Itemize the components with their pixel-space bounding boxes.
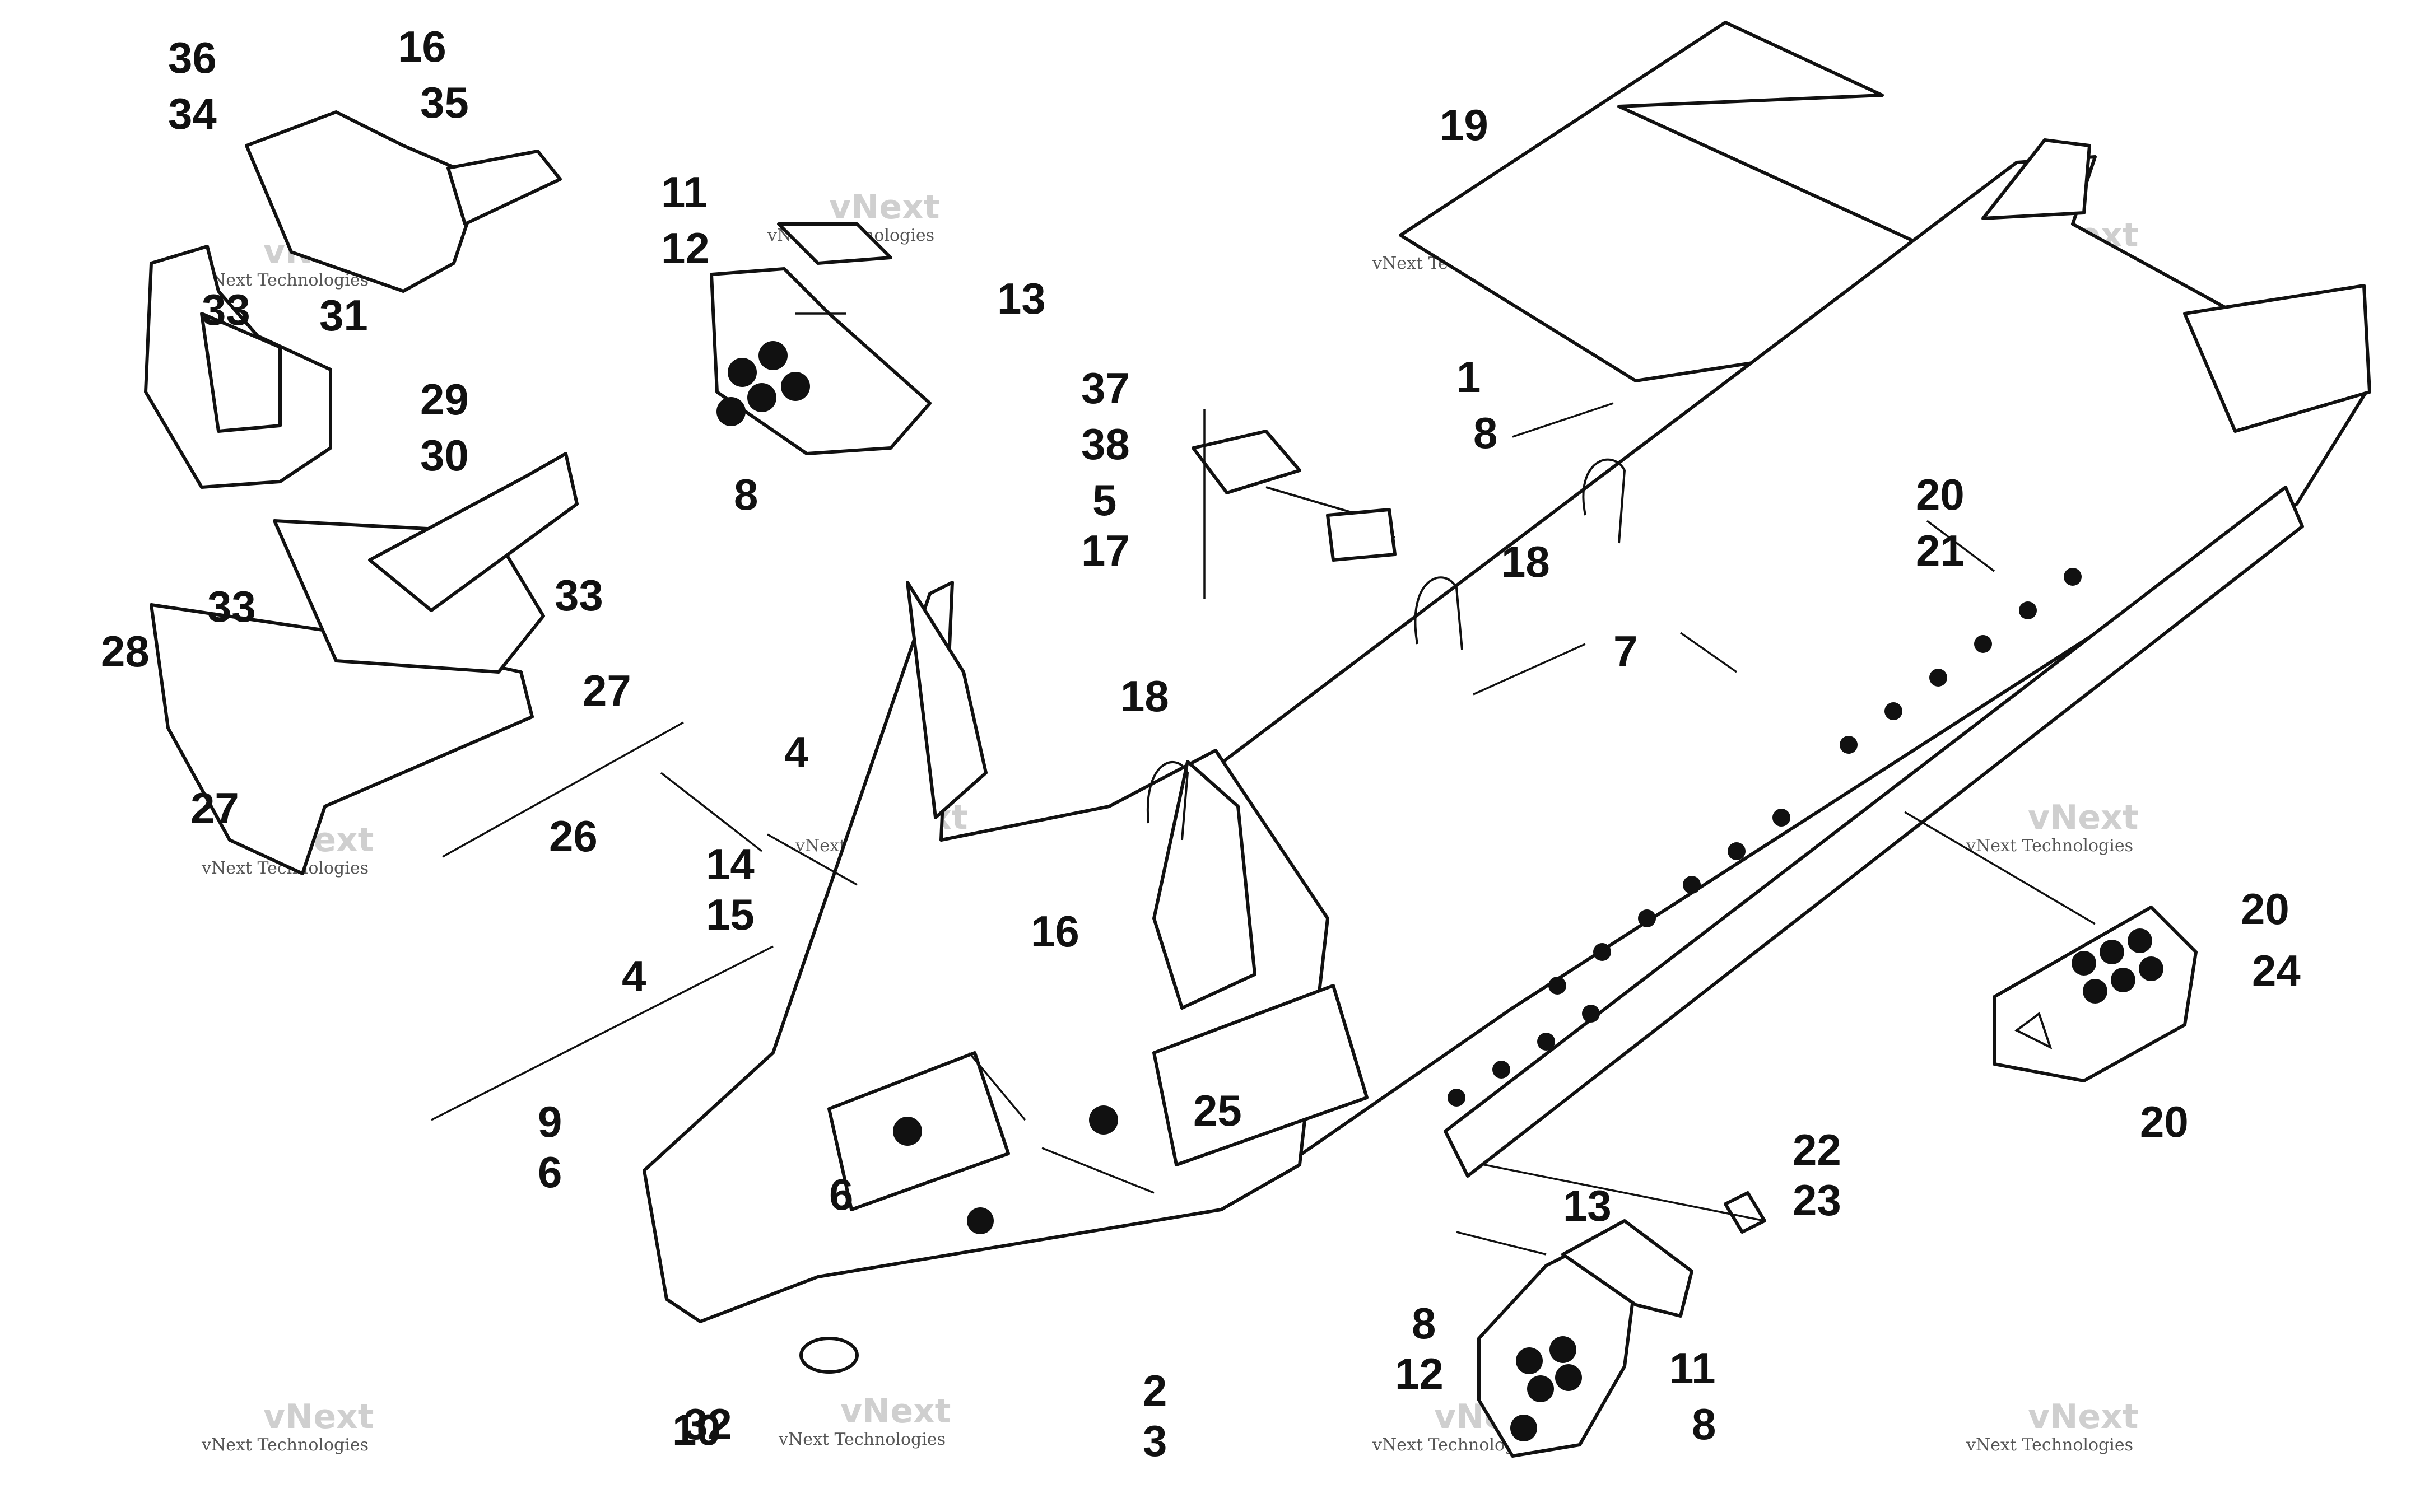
tunnel-holes <box>1448 568 2082 1107</box>
callout-6: 6 <box>829 1170 853 1219</box>
callout-13: 13 <box>1563 1181 1612 1230</box>
callout-11: 11 <box>661 167 707 217</box>
callout-20: 20 <box>1916 470 1965 519</box>
callout-15: 15 <box>706 890 755 939</box>
callout-11: 11 <box>1669 1343 1715 1393</box>
callout-36: 36 <box>168 33 217 82</box>
callout-4: 4 <box>622 951 646 1001</box>
watermark-text: vNext Technologies <box>1966 836 2133 856</box>
watermark-brand: vNext <box>2028 798 2138 837</box>
callout-20: 20 <box>2140 1097 2189 1146</box>
callout-8: 8 <box>1412 1299 1436 1348</box>
watermark-brand: vNext <box>263 1397 374 1436</box>
callout-33: 33 <box>207 582 256 631</box>
callout-37: 37 <box>1081 363 1130 413</box>
watermark-text: vNext Technologies <box>1966 1435 2133 1455</box>
front-bulkhead <box>643 581 1369 1323</box>
callout-16: 16 <box>1031 907 1079 956</box>
callout-28: 28 <box>101 627 150 676</box>
watermark-tile: vNext vNext Technologies <box>778 1392 951 1449</box>
callout-18: 18 <box>1501 537 1550 586</box>
callout-6: 6 <box>538 1147 562 1197</box>
watermark-text: vNext Technologies <box>201 270 369 290</box>
part-18-straps <box>1146 458 1626 841</box>
callout-5: 5 <box>1092 475 1116 525</box>
callout-3: 3 <box>1143 1416 1167 1466</box>
part-22-latch <box>1724 1191 1766 1234</box>
callout-24: 24 <box>2252 946 2301 995</box>
callout-8: 8 <box>1473 408 1497 458</box>
part-11-lower <box>1561 1219 1693 1318</box>
watermark-text: vNext Technologies <box>778 1430 946 1449</box>
part-38-module <box>1192 430 1397 562</box>
callout-22: 22 <box>1793 1125 1841 1174</box>
callout-9: 9 <box>538 1097 562 1146</box>
callout-21: 21 <box>1916 526 1965 575</box>
callout-1: 1 <box>1456 352 1481 402</box>
part-11-upper <box>777 222 892 265</box>
watermark-tile: vNext vNext Technologies <box>1966 798 2138 856</box>
callout-12: 12 <box>661 223 710 273</box>
callout-13: 13 <box>997 274 1046 323</box>
callout-27: 27 <box>583 666 631 715</box>
watermark-brand: vNext <box>829 188 939 227</box>
callout-10: 10 <box>672 1405 721 1454</box>
leader-lines <box>431 312 2096 1256</box>
watermark-brand: vNext <box>840 1392 951 1431</box>
callout-12: 12 <box>1395 1349 1444 1398</box>
callout-17: 17 <box>1081 526 1130 575</box>
callout-33: 33 <box>202 285 250 334</box>
callout-34: 34 <box>168 89 217 138</box>
part-34-bracket <box>245 110 562 293</box>
callout-4: 4 <box>784 727 808 777</box>
callout-19: 19 <box>1440 100 1488 150</box>
part-24-step-plate <box>1993 906 2198 1082</box>
watermark-brand: vNext <box>2028 1397 2138 1436</box>
callout-30: 30 <box>420 431 469 480</box>
watermark-text: vNext Technologies <box>201 1435 369 1455</box>
callout-labels: 1 2 3 4 4 5 6 6 7 8 8 8 8 9 10 11 11 12 … <box>101 22 2301 1466</box>
callout-8: 8 <box>734 470 758 519</box>
callout-18: 18 <box>1120 671 1169 721</box>
callout-14: 14 <box>706 839 755 889</box>
part-bumper-loop <box>144 245 332 489</box>
callout-8: 8 <box>1692 1399 1716 1449</box>
watermark-tile: vNext vNext Technologies <box>1966 1397 2138 1455</box>
callout-20: 20 <box>2241 884 2289 934</box>
part-12-upper-guard <box>710 267 932 455</box>
callout-35: 35 <box>420 78 469 127</box>
part-12-lower-guard <box>1477 1236 1637 1458</box>
callout-2: 2 <box>1143 1366 1167 1415</box>
callout-29: 29 <box>420 375 469 424</box>
callout-27: 27 <box>190 783 239 833</box>
part-10-grommet <box>799 1337 859 1374</box>
callout-16: 16 <box>398 22 446 71</box>
watermark-tile: vNext vNext Technologies <box>201 1397 374 1455</box>
callout-38: 38 <box>1081 419 1130 469</box>
part-1-tunnel <box>984 138 2371 1211</box>
callout-31: 31 <box>319 291 368 340</box>
callout-32: 32 <box>683 1399 732 1449</box>
callout-33: 33 <box>555 571 603 620</box>
callout-23: 23 <box>1793 1175 1841 1225</box>
callout-26: 26 <box>549 811 598 861</box>
callout-7: 7 <box>1613 627 1637 676</box>
part-29-bracket <box>368 452 579 612</box>
callout-25: 25 <box>1193 1086 1242 1135</box>
